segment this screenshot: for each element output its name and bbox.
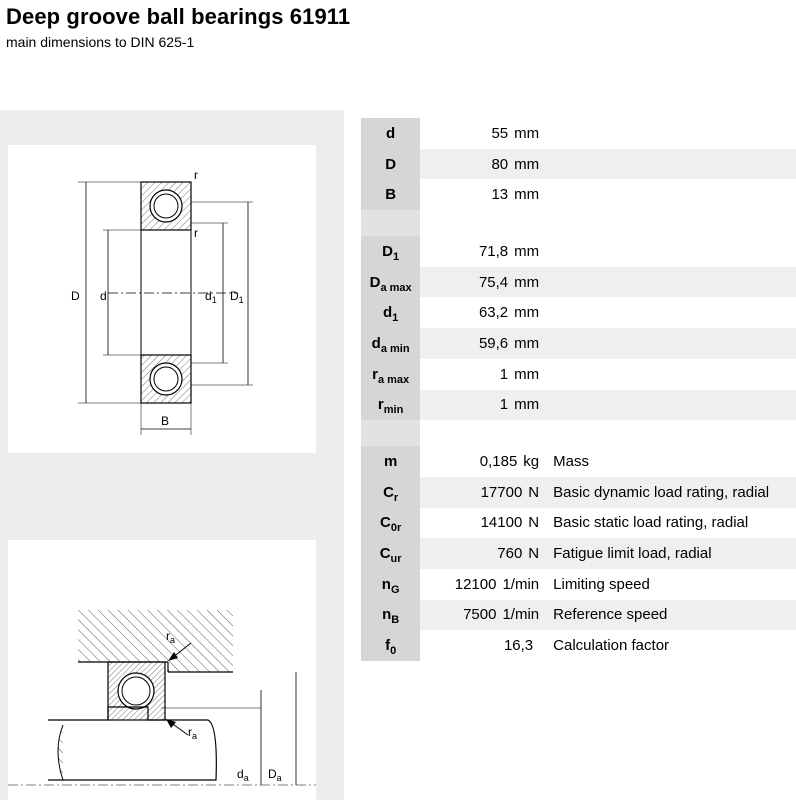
spec-description xyxy=(545,118,796,149)
mounting-dimensions-drawing: ra ra da Da xyxy=(8,540,316,800)
label-Da: Da xyxy=(268,767,282,783)
table-row: f0 16,3 Calculation factor xyxy=(361,630,796,661)
label-d: d xyxy=(100,289,107,303)
spec-key: f0 xyxy=(361,630,421,661)
spec-key: m xyxy=(361,446,421,477)
spec-description: Basic static load rating, radial xyxy=(553,514,749,532)
label-d1: d1 xyxy=(205,289,217,305)
spec-description: Limiting speed xyxy=(553,575,650,593)
bearing-bottom-section xyxy=(140,354,192,404)
spec-description xyxy=(545,328,796,359)
spec-description xyxy=(545,266,796,298)
spec-key: C0r xyxy=(361,507,421,539)
spec-key: nG xyxy=(361,568,421,600)
label-D: D xyxy=(71,289,80,303)
spec-description: Mass xyxy=(553,453,589,471)
page-subtitle: main dimensions to DIN 625-1 xyxy=(6,34,195,50)
page-title: Deep groove ball bearings 61911 xyxy=(6,4,351,29)
spec-value: 16,3 xyxy=(503,637,534,655)
bearing-cross-section-drawing: D d d1 D1 B r r xyxy=(8,145,316,453)
spec-key: da min xyxy=(361,328,421,359)
spec-key: nB xyxy=(361,599,421,631)
spec-key: D xyxy=(361,148,421,180)
spec-key: B xyxy=(361,179,421,211)
spec-description xyxy=(545,148,796,180)
spec-description xyxy=(545,389,796,421)
spec-description xyxy=(545,297,796,328)
spec-key: rmin xyxy=(361,389,421,421)
spec-description xyxy=(545,359,796,390)
spec-key: ra max xyxy=(361,358,421,390)
table-group-separator xyxy=(361,210,796,237)
spec-description xyxy=(545,236,796,267)
label-ra-top: ra xyxy=(166,629,175,645)
bearing-top-section xyxy=(140,181,192,231)
spec-description xyxy=(545,179,796,210)
spec-key: Da max xyxy=(361,266,421,298)
spec-description: Reference speed xyxy=(545,599,796,631)
label-B: B xyxy=(161,414,169,428)
table-group-separator xyxy=(361,420,796,447)
label-r-top: r xyxy=(194,168,198,182)
spec-key: d1 xyxy=(361,297,421,329)
label-D1: D1 xyxy=(230,289,244,305)
label-da: da xyxy=(237,767,249,783)
spec-description: Calculation factor xyxy=(553,637,670,655)
label-ra-bottom: ra xyxy=(188,725,197,741)
spec-key: Cr xyxy=(361,476,421,508)
label-r-mid: r xyxy=(194,226,198,240)
spec-description: Fatigue limit load, radial xyxy=(545,538,796,569)
spec-description: Basic dynamic load rating, radial xyxy=(545,476,796,508)
spec-key: d xyxy=(361,118,421,149)
spec-key: Cur xyxy=(361,538,421,569)
spec-key: D1 xyxy=(361,236,421,267)
